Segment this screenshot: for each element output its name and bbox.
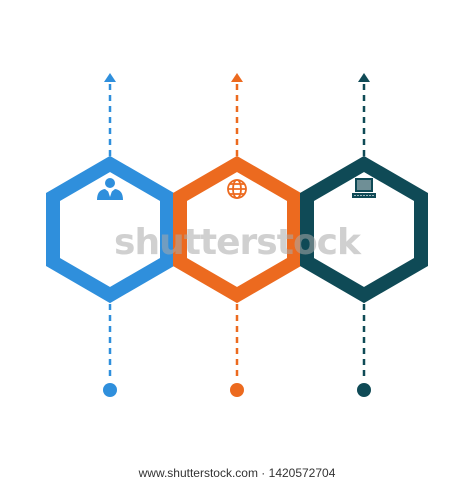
step-1-arrowhead bbox=[104, 73, 116, 82]
hexagon-infographic bbox=[46, 73, 428, 397]
step-3 bbox=[300, 73, 428, 397]
footer-bar: www.shutterstock.com · 1420572704 bbox=[0, 460, 474, 489]
step-3-endpoint-dot bbox=[357, 383, 371, 397]
step-2-hexagon bbox=[173, 155, 301, 304]
step-2-endpoint-dot bbox=[230, 383, 244, 397]
step-1-hexagon bbox=[46, 155, 174, 304]
step-1-endpoint-dot bbox=[103, 383, 117, 397]
globe-icon bbox=[227, 179, 247, 199]
step-2-arrowhead bbox=[231, 73, 243, 82]
step-1 bbox=[46, 73, 174, 397]
step-3-arrowhead bbox=[358, 73, 370, 82]
laptop-icon bbox=[352, 178, 376, 198]
person-icon bbox=[97, 178, 123, 200]
step-3-hexagon bbox=[300, 155, 428, 304]
step-2 bbox=[173, 73, 301, 397]
footer-url: www.shutterstock.com · 1420572704 bbox=[138, 466, 336, 480]
